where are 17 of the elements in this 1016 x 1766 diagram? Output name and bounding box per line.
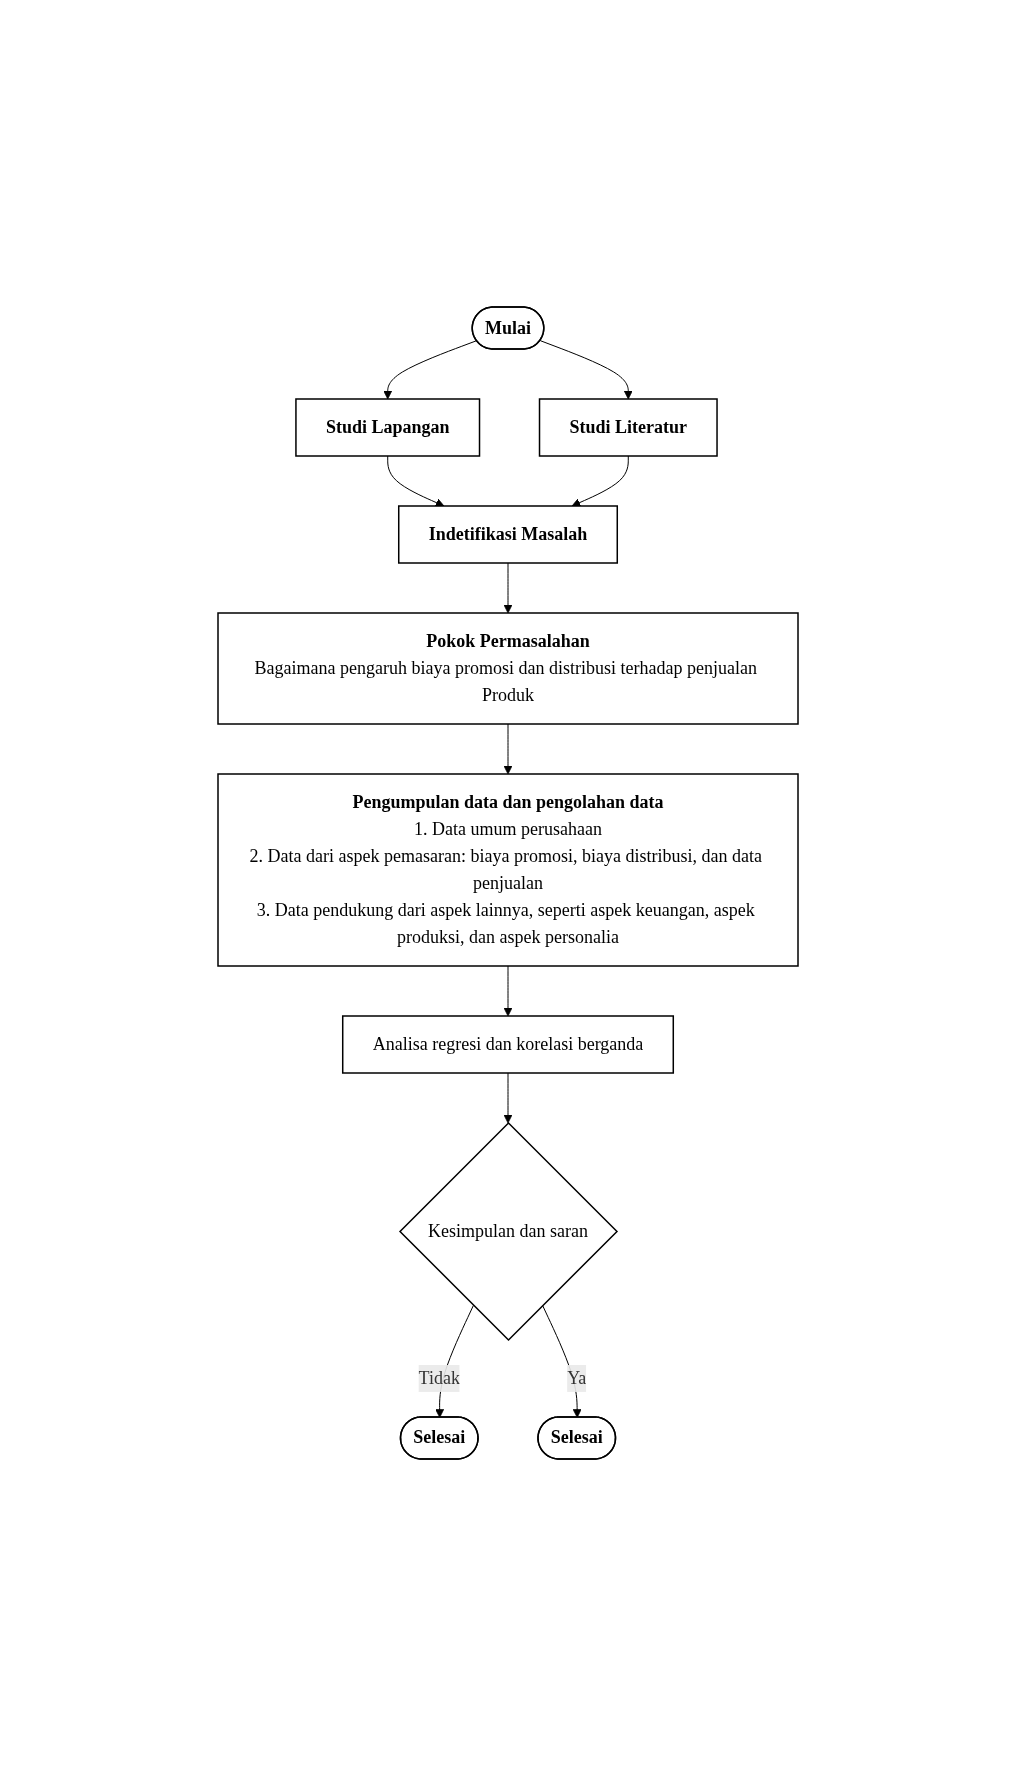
node-box: Analisa regresi dan korelasi berganda — [341, 1015, 675, 1074]
node-diamond: Kesimpulan dan saran — [398, 1121, 619, 1342]
node-box: Studi Lapangan — [295, 398, 481, 457]
edge-label: Ya — [567, 1367, 587, 1388]
arrow — [387, 455, 445, 507]
edge-label: Tidak — [418, 1367, 460, 1388]
node-box: Pengumpulan data dan pengolahan data 1. Data umum perusahaan 2. Data dari aspek pemasaran: biaya promosi, biaya distribusi, dan data penjualan 3. Data pendukung dari aspek lainnya, seperti aspek keuangan, aspek produksi, dan aspek personalia — [217, 773, 799, 967]
arrow — [571, 455, 629, 507]
arrow — [503, 965, 513, 1017]
arrow — [383, 340, 478, 400]
arrow — [503, 723, 513, 775]
arrow — [539, 340, 633, 400]
node-box: Pokok Permasalahan Bagaimana pengaruh biaya promosi dan distribusi terhadap penjualan Produk — [217, 612, 799, 725]
node-box: Studi Literatur — [538, 398, 718, 457]
arrow — [503, 1072, 513, 1124]
arrow — [503, 562, 513, 614]
node-box: Indetifikasi Masalah — [398, 505, 618, 564]
